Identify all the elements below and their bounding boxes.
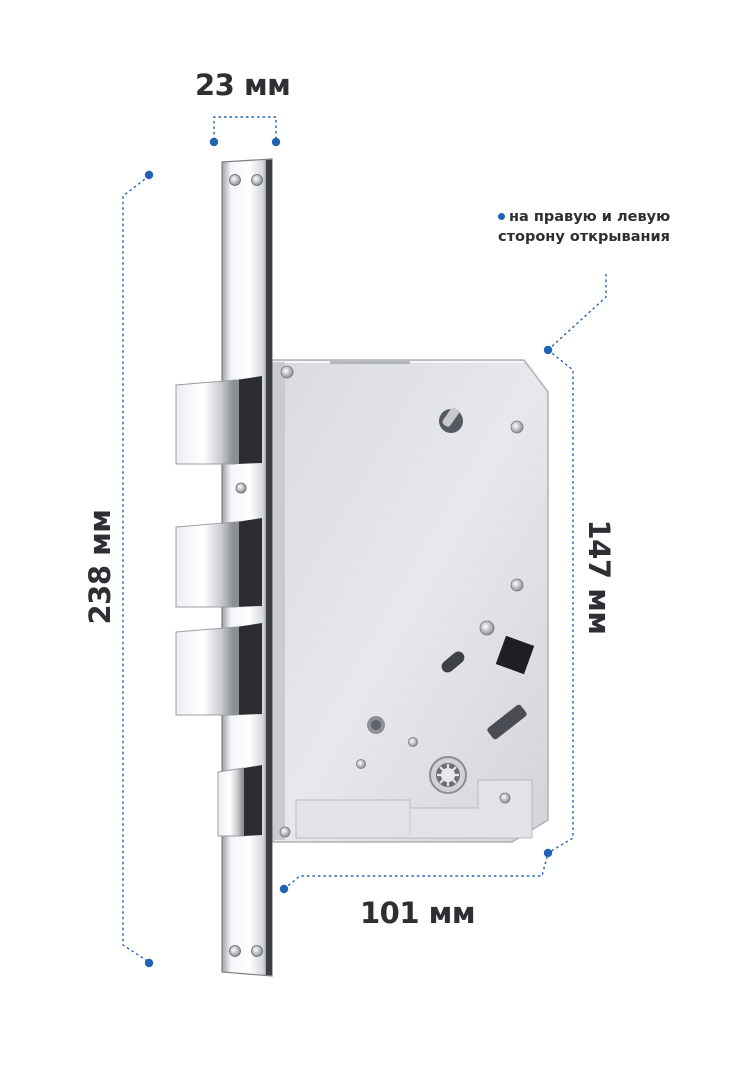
dimension-dots — [144, 137, 553, 968]
faceplate-width-label: 23 мм — [195, 68, 291, 102]
body-height-line — [547, 349, 574, 854]
bullet-dot-icon — [498, 212, 505, 220]
case-screws — [279, 365, 524, 838]
opening-side-note: на правую и левую сторону открывания — [498, 207, 670, 247]
bolt-3 — [175, 623, 262, 716]
dimension-lines — [122, 116, 607, 963]
faceplate-width-line — [213, 116, 277, 140]
bolt-1 — [175, 376, 262, 465]
total-height-label: 238 мм — [83, 509, 117, 625]
body-depth-label: 101 мм — [360, 896, 476, 930]
body-depth-line — [283, 852, 549, 890]
case-cutouts — [367, 407, 535, 794]
bolt-2 — [175, 518, 262, 608]
latch-bolt — [217, 765, 262, 837]
lock-case — [272, 359, 549, 843]
note-line-1: на правую и левую — [509, 209, 671, 225]
note-line-2: сторону открывания — [498, 229, 670, 245]
body-height-label: 147 мм — [582, 519, 616, 635]
total-height-line — [122, 175, 150, 963]
note-leader-line — [547, 274, 607, 351]
faceplate-screws — [229, 174, 263, 957]
